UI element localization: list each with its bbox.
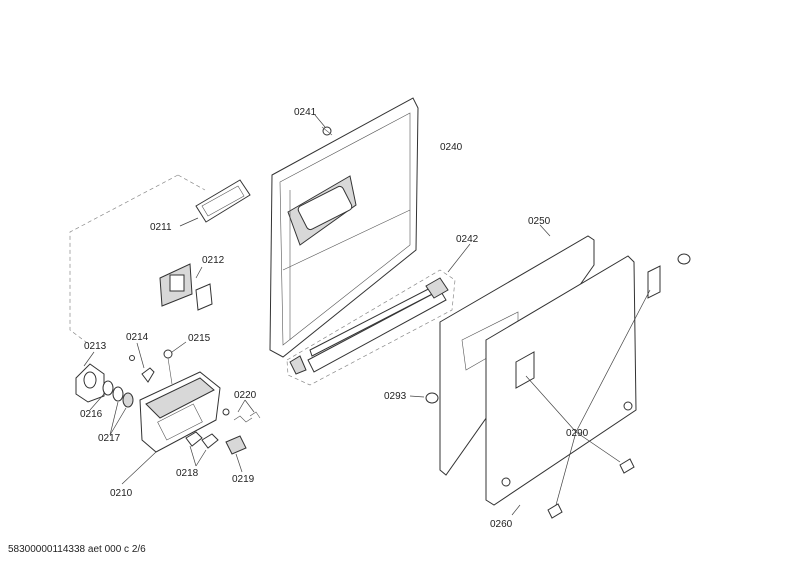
label-0215: 0215 <box>188 333 211 344</box>
display-module-0212[interactable] <box>159 263 213 311</box>
label-0242: 0242 <box>456 234 479 245</box>
leaders-0290 <box>525 289 651 506</box>
assembly-group-outline <box>69 174 206 346</box>
stop-knob-0293[interactable] <box>425 392 439 404</box>
label-0218: 0218 <box>176 468 199 479</box>
ring-0216[interactable] <box>102 380 134 408</box>
label-0211: 0211 <box>150 222 172 233</box>
label-0213: 0213 <box>84 341 107 352</box>
spring-0220[interactable] <box>222 408 261 423</box>
spring-0215[interactable] <box>163 349 173 385</box>
label-0210: 0210 <box>110 488 133 499</box>
control-housing-0210[interactable] <box>139 371 221 453</box>
label-0212: 0212 <box>202 255 225 266</box>
switch-0218[interactable] <box>185 431 219 449</box>
knob-assembly-0213[interactable] <box>75 363 105 403</box>
label-0240: 0240 <box>440 142 463 153</box>
document-number: 58300000114338 aet 000 c 2/6 <box>8 544 146 555</box>
screw-0214[interactable] <box>129 355 155 383</box>
label-0217: 0217 <box>98 433 121 444</box>
label-0250: 0250 <box>528 216 551 227</box>
label-0241: 0241 <box>294 107 317 118</box>
label-0260: 0260 <box>490 519 513 530</box>
label-0216: 0216 <box>80 409 103 420</box>
clip-top-right[interactable] <box>677 253 691 265</box>
connector-0219[interactable] <box>225 435 247 455</box>
decor-panel-0260[interactable] <box>485 255 661 506</box>
label-0219: 0219 <box>232 474 255 485</box>
label-0214: 0214 <box>126 332 149 343</box>
inner-door-panel-0240[interactable] <box>269 97 419 358</box>
screw-0241[interactable] <box>321 126 333 136</box>
bracket-0290-b[interactable] <box>547 503 563 519</box>
label-0290: 0290 <box>566 428 589 439</box>
bracket-0290-a[interactable] <box>619 458 635 474</box>
label-0220: 0220 <box>234 390 257 401</box>
frame-0211[interactable] <box>195 179 251 223</box>
label-0293: 0293 <box>384 391 407 402</box>
door-seal-0242[interactable] <box>289 277 449 375</box>
